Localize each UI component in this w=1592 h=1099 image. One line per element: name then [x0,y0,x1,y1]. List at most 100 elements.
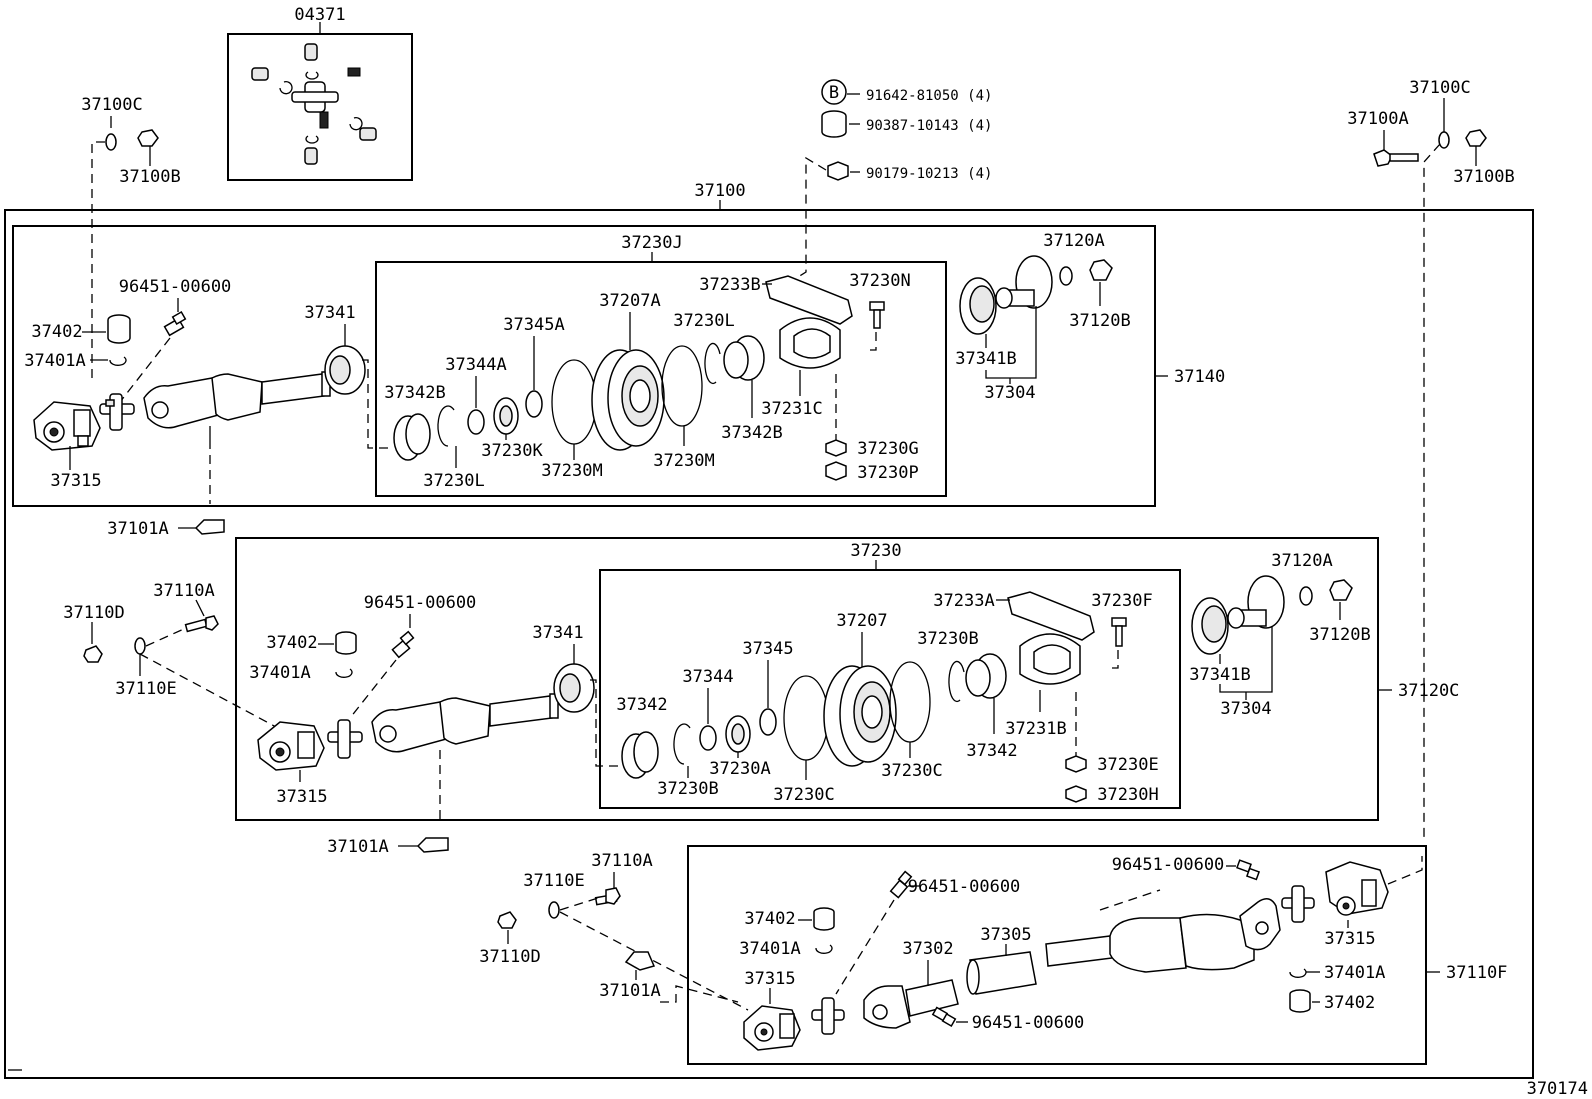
bracket-37233b-s1-icon [765,275,853,369]
kit-universal-joint-icon [251,43,377,165]
yoke-37302-icon [863,979,959,1029]
label-37402-s2: 37402 [266,633,317,653]
label-37402-s3-right: 37402 [1324,993,1375,1013]
weight-37101a-s2-icon [416,837,449,853]
label-37230g-s1: 37230G [857,439,918,459]
label-37401a-s3-right: 37401A [1324,963,1385,983]
slip-yoke-shaft-s1-icon [143,371,331,429]
label-37100a-right: 37100A [1347,109,1408,129]
label-37100b-right: 37100B [1453,167,1514,187]
snap-ring-37230b-s2-icon [673,723,691,765]
label-37402-s3-left: 37402 [744,909,795,929]
label-37230b-s2-top: 37230B [917,629,978,649]
label-37120b-s2: 37120B [1309,625,1370,645]
label-37207-s2: 37207 [836,611,887,631]
label-37233a-s2: 37233A [933,591,994,611]
label-37402-s1: 37402 [31,322,82,342]
label-37233b-s1: 37233B [699,275,760,295]
label-37110e-s3: 37110E [523,871,584,891]
label-37230k-s1: 37230K [481,441,543,461]
label-37230b-s2-bottom: 37230B [657,779,718,799]
label-37342b-s1-left: 37342B [384,383,445,403]
label-37315-s3-right: 37315 [1324,929,1375,949]
center-bearing-37207-s2-icon [823,665,897,767]
label-37345a-s1: 37345A [503,315,564,335]
label-37231b-s2: 37231B [1005,719,1066,739]
bolt-37230n-s1-icon [869,301,885,329]
weight-37101a-s3-icon [624,951,656,971]
sleeve-37305-icon [966,951,1037,995]
label-37341-s2: 37341 [532,623,583,643]
washer-37344a-s1-icon [467,409,485,435]
label-37230m-s1-a: 37230M [541,461,602,481]
snap-ring-37401a-s1-icon [109,356,127,366]
snap-ring-37230l-s1-top-icon [704,342,721,385]
nut-37230e-s2-icon [1065,755,1087,773]
label-37120b-s1: 37120B [1069,311,1130,331]
spider-s3-right-icon [1281,885,1315,923]
snap-ring-37230m-s1-b-icon [661,345,703,427]
companion-flange-37341b-s1-icon [959,255,1053,335]
dust-deflector-37341-s2-icon [553,663,595,713]
snap-ring-37230m-s1-a-icon [551,359,597,445]
left-top-fasteners: 37100C 37100B [81,95,181,380]
label-37110f: 37110F [1446,963,1507,983]
label-37344-s2: 37344 [682,667,733,687]
section-37140: 37230J 96451-00600 37402 37401A [12,225,1225,539]
nut-37100b-right-icon [1465,129,1487,147]
label-37140: 37140 [1174,367,1225,387]
label-37304-s1: 37304 [984,383,1035,403]
label-90179-10213: 90179-10213 (4) [866,166,992,182]
label-37315-s3-left: 37315 [744,969,795,989]
kit-04371-label: 04371 [294,5,345,25]
label-37101a-s1: 37101A [107,519,168,539]
label-37207a-s1: 37207A [599,291,660,311]
slinger-37342b-s1-left-icon [393,413,431,461]
section-37120c-frame [235,537,1379,821]
grease-fitting-s1-icon [163,311,187,337]
label-37110d-s3: 37110D [479,947,540,967]
slinger-37342b-s1-right-icon [723,335,765,381]
bearing-cup-37402-s3-left-icon [813,907,835,931]
slip-yoke-shaft-s2-icon [371,693,559,753]
label-37304-s2: 37304 [1220,699,1271,719]
label-37110a-s3: 37110A [591,851,652,871]
flange-yoke-37315-s3-left-icon [743,1005,801,1051]
flange-yoke-37315-s1-icon [33,401,101,451]
washer-37344-s2-icon [699,725,717,751]
snap-ring-37230b-s2-top-icon [948,660,965,703]
label-96451-s3-b: 96451-00600 [1112,855,1225,875]
snap-ring-37230l-s1-icon [437,405,455,447]
slinger-37342-s2-left-icon [621,731,659,779]
grease-fitting-s2-icon [391,630,415,659]
section-37110f: 37110A 37110E 37110D 37101A 96451-00600 … [479,845,1507,1065]
bearing-cup-37402-s3-right-icon [1289,989,1311,1013]
label-37342b-s1-right: 37342B [721,423,782,443]
label-37315-s2: 37315 [276,787,327,807]
washer-37345a-s1-icon [525,390,543,418]
label-37100b-left: 37100B [119,167,180,187]
label-37302: 37302 [902,939,953,959]
washer-37345-s2-icon [759,708,777,736]
label-96451-s3-a: 96451-00600 [908,877,1021,897]
label-37230a-s2: 37230A [709,759,770,779]
center-bearing-37230-frame [599,569,1181,809]
washer-37230h-s2-icon [1065,785,1087,803]
label-37341-s1: 37341 [304,303,355,323]
grease-fitting-s3-c-icon [931,1006,957,1027]
label-37315-s1: 37315 [50,471,101,491]
bolt-37110a-s2-icon [184,599,219,633]
label-37345-s2: 37345 [742,639,793,659]
flange-yoke-37315-s2-icon [257,721,325,771]
label-37401a-s1: 37401A [24,351,85,371]
nut-37120b-s2-icon [1329,579,1353,601]
nut-37110d-s3-icon [497,911,517,929]
washer-37230p-s1-icon [825,461,847,481]
label-37230c-s2-b: 37230C [881,761,942,781]
label-37120c: 37120C [1398,681,1459,701]
washer-37120a-s1-icon [1059,266,1073,286]
label-91642-81050: 91642-81050 (4) [866,88,992,104]
spacer-90387-icon [821,110,847,138]
label-37230p-s1: 37230P [857,463,918,483]
